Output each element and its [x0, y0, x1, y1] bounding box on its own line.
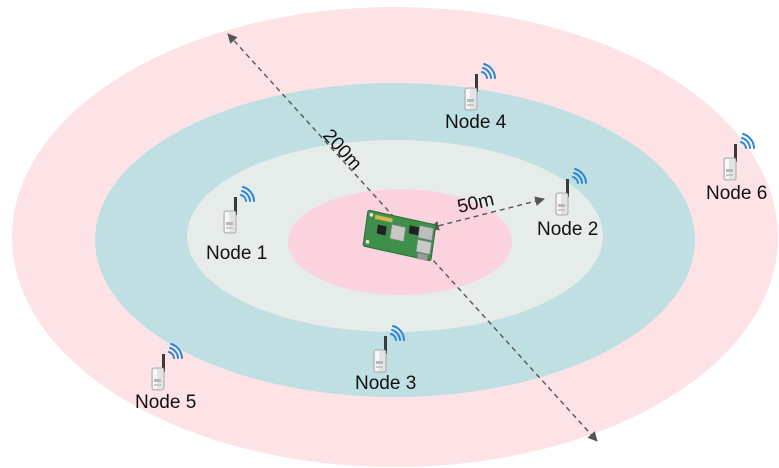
- node-3-label: Node 3: [355, 373, 416, 394]
- node-4-label: Node 4: [445, 112, 507, 133]
- node-5-label: Node 5: [135, 392, 196, 413]
- inner-radius-arrow: [429, 196, 545, 231]
- node-2-label: Node 2: [537, 219, 598, 240]
- node-6-label: Node 6: [706, 183, 767, 204]
- node-1-label: Node 1: [206, 243, 267, 264]
